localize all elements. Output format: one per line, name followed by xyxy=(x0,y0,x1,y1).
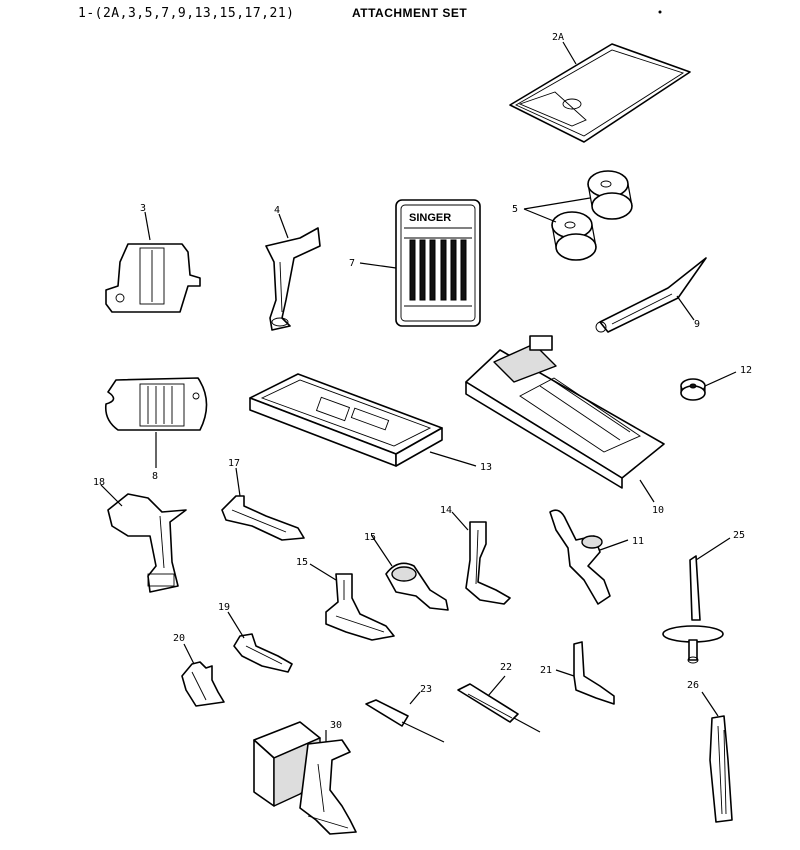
part-22-screwdriver: 22 xyxy=(457,662,541,733)
callout-25: 25 xyxy=(733,530,745,541)
callout-26: 26 xyxy=(687,680,699,691)
callout-7: 7 xyxy=(349,258,355,269)
callout-23: 23 xyxy=(420,684,432,695)
callout-9: 9 xyxy=(694,319,700,330)
callout-21: 21 xyxy=(540,665,552,676)
callout-14: 14 xyxy=(440,505,452,516)
part-4-foot: 4 xyxy=(265,205,321,331)
part-26-spool: 26 xyxy=(687,680,733,823)
part-9-seam-ripper: 9 xyxy=(595,257,707,333)
part-23-screwdriver: 23 xyxy=(365,684,445,743)
callout-3: 3 xyxy=(140,203,146,214)
part-17-foot: 17 xyxy=(221,458,305,541)
part-8-needle-plate: 8 xyxy=(104,377,208,482)
callout-20: 20 xyxy=(173,633,185,644)
part-14-foot: 14 xyxy=(440,505,511,605)
callout-30: 30 xyxy=(330,720,342,731)
part-10-buttonholer: 10 xyxy=(465,335,665,516)
callout-8: 8 xyxy=(152,471,158,482)
diagram-title: ATTACHMENT SET xyxy=(352,6,468,20)
part-21-foot: 21 xyxy=(540,641,615,705)
part-20-guide: 20 xyxy=(173,633,225,707)
part-13-template-box: 13 xyxy=(249,373,492,473)
callout-19: 19 xyxy=(218,602,230,613)
callout-12: 12 xyxy=(740,365,752,376)
callout-15-upper: 15 xyxy=(364,532,376,543)
part-5-bobbins: 5 xyxy=(512,170,633,261)
callout-5: 5 xyxy=(512,204,518,215)
callout-4: 4 xyxy=(274,205,280,216)
callout-15-lower: 15 xyxy=(296,557,308,568)
callout-13: 13 xyxy=(480,462,492,473)
callout-22: 22 xyxy=(500,662,512,673)
callout-18: 18 xyxy=(93,477,105,488)
part-2a-envelope: 2A xyxy=(509,32,691,143)
part-15-foot-lower: 15 xyxy=(296,557,395,641)
part-15-foot-upper: 15 xyxy=(364,532,449,611)
part-19-foot: 19 xyxy=(218,602,293,673)
callout-10: 10 xyxy=(652,505,664,516)
speck xyxy=(658,10,662,14)
part-30-attachment: 30 xyxy=(253,720,357,835)
part-11-foot: 11 xyxy=(549,509,644,605)
callout-2a: 2A xyxy=(552,32,564,43)
part-25-spool-pin: 25 xyxy=(662,530,745,664)
part-3-plate: 3 xyxy=(105,203,201,313)
part-12-felt: 12 xyxy=(680,365,752,401)
needle-pack-brand: SINGER xyxy=(409,212,451,224)
part-list-header: 1-(2A,3,5,7,9,13,15,17,21) xyxy=(78,6,295,21)
callout-17: 17 xyxy=(228,458,240,469)
part-7-needle-pack: SINGER 7 xyxy=(349,199,481,327)
callout-11: 11 xyxy=(632,536,644,547)
part-18-foot: 18 xyxy=(93,477,187,593)
